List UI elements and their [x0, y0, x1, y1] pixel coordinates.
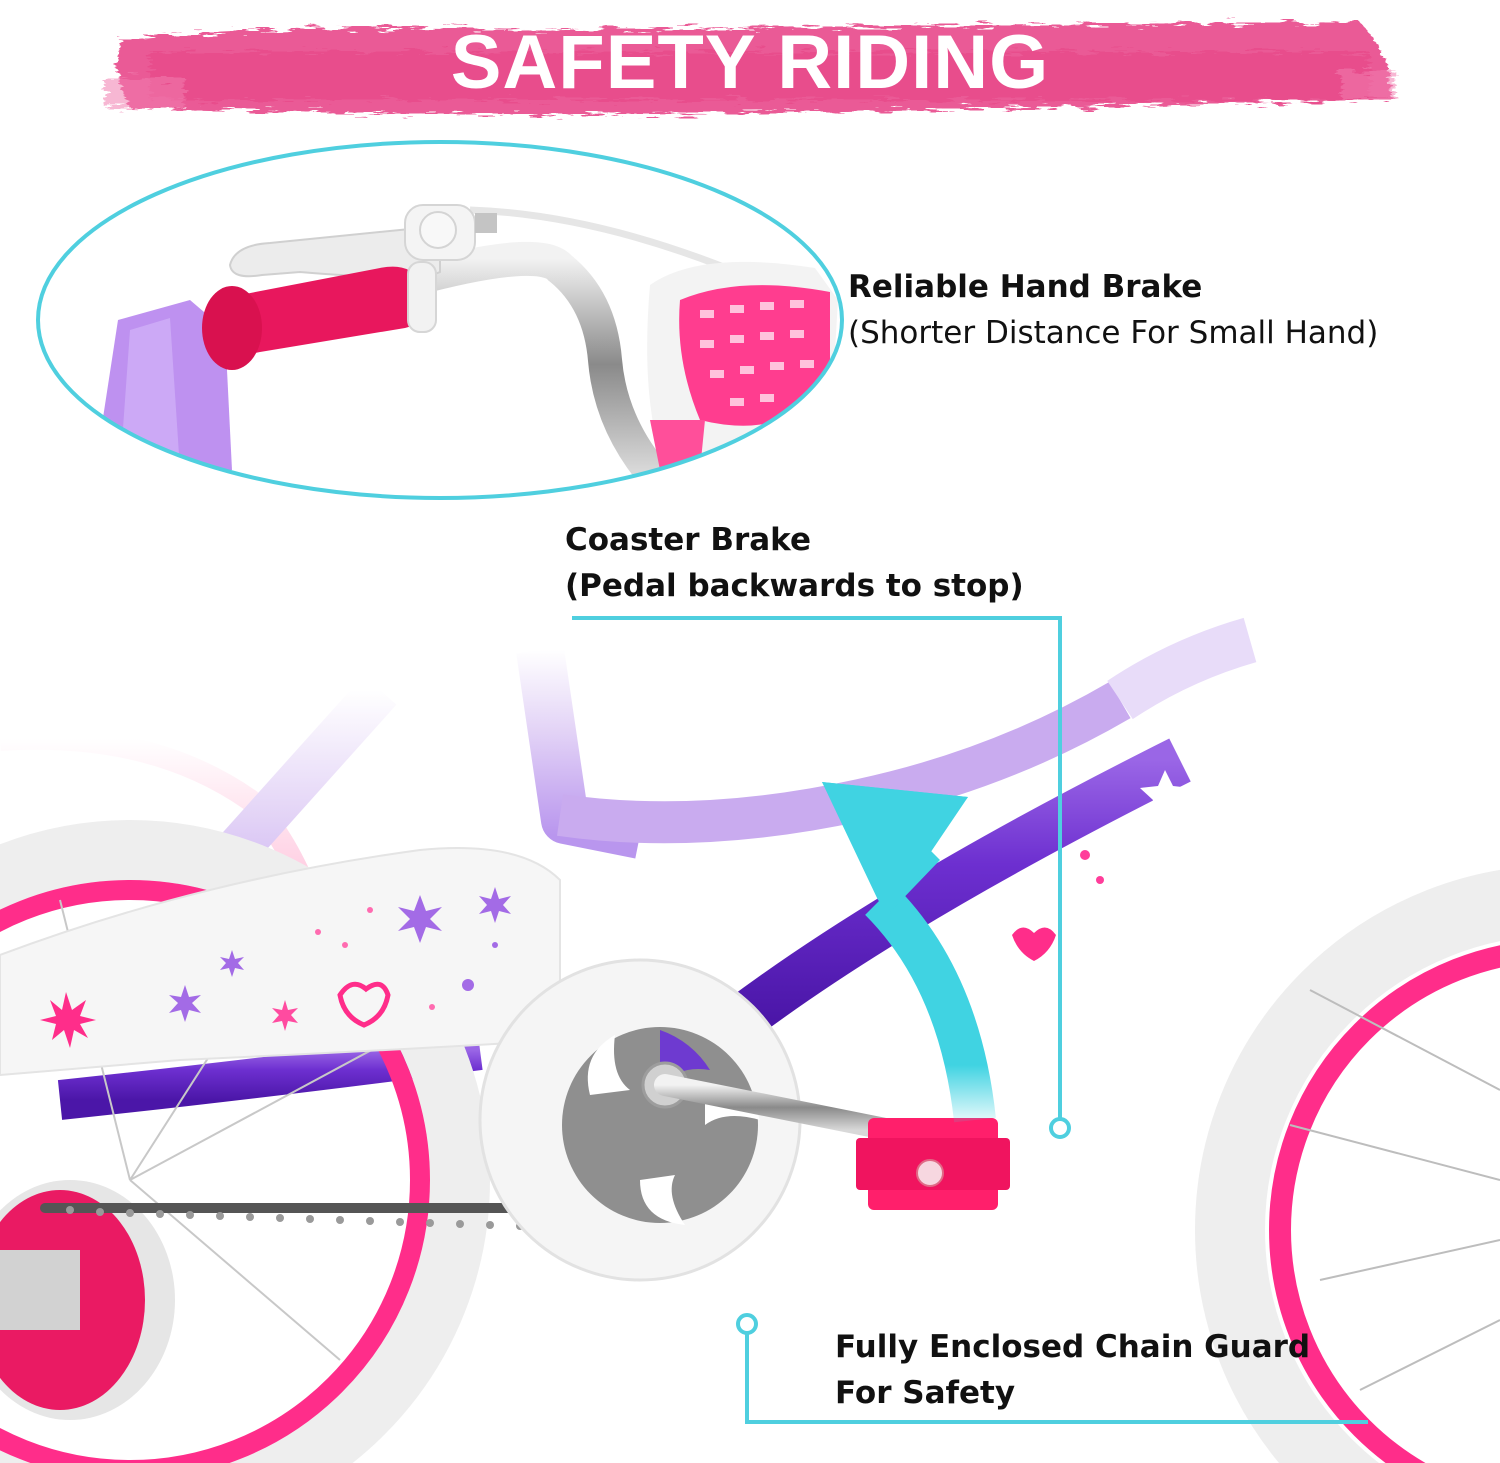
feature-title: Coaster Brake: [565, 522, 811, 558]
closeup-frame-oval: [36, 140, 844, 500]
chain-guard-connector: [736, 1313, 1368, 1424]
feature-coaster-brake: Coaster Brake (Pedal backwards to stop): [565, 517, 1024, 609]
feature-title: Reliable Hand Brake: [848, 269, 1203, 305]
title-banner: SAFETY RIDING: [0, 0, 1500, 130]
feature-title: Fully Enclosed Chain Guard: [835, 1329, 1311, 1365]
chain-guard-decals: [40, 887, 511, 1048]
feature-subtitle: (Pedal backwards to stop): [565, 568, 1024, 604]
hand-brake-closeup: [95, 204, 838, 487]
coaster-brake-connector: [572, 616, 1071, 1139]
page-title: SAFETY RIDING: [450, 20, 1050, 105]
feature-subtitle: (Shorter Distance For Small Hand): [848, 315, 1379, 351]
feature-subtitle: For Safety: [835, 1375, 1016, 1411]
curved-arrow-up-left-icon: [822, 782, 996, 1123]
brush-stroke-background: [105, 22, 1395, 115]
feature-hand-brake: Reliable Hand Brake (Shorter Distance Fo…: [848, 264, 1378, 356]
feature-chain-guard: Fully Enclosed Chain Guard For Safety: [835, 1324, 1310, 1416]
bike-body: [0, 617, 1500, 1463]
